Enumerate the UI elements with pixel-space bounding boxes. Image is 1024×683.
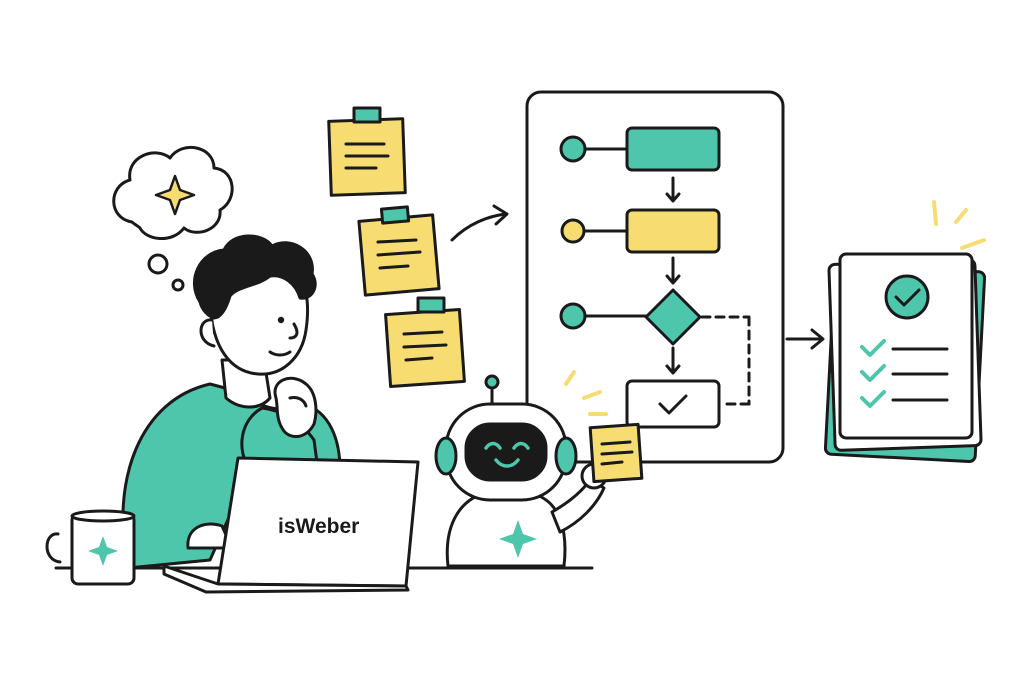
check-badge-icon xyxy=(884,274,930,320)
sparkle-rays xyxy=(932,200,986,250)
robot-sparkle-rays xyxy=(564,370,608,416)
sticky-note-icon xyxy=(384,296,466,388)
checklist-document-icon xyxy=(823,252,987,463)
laptop-brand-text: isWeber xyxy=(278,515,359,538)
person-figure xyxy=(121,234,342,570)
thought-cloud-icon xyxy=(112,146,234,292)
check-icon xyxy=(658,394,688,415)
mug-icon xyxy=(45,509,136,586)
robot-icon xyxy=(434,374,644,568)
sticky-note-icon xyxy=(357,205,441,297)
arrow-to-checklist xyxy=(785,328,825,350)
arrow-to-flowchart xyxy=(450,204,509,242)
flowchart-board xyxy=(525,90,785,464)
sticky-note-icon xyxy=(327,106,407,197)
laptop-icon: isWeber xyxy=(162,456,420,594)
sparkle-icon xyxy=(154,174,196,216)
